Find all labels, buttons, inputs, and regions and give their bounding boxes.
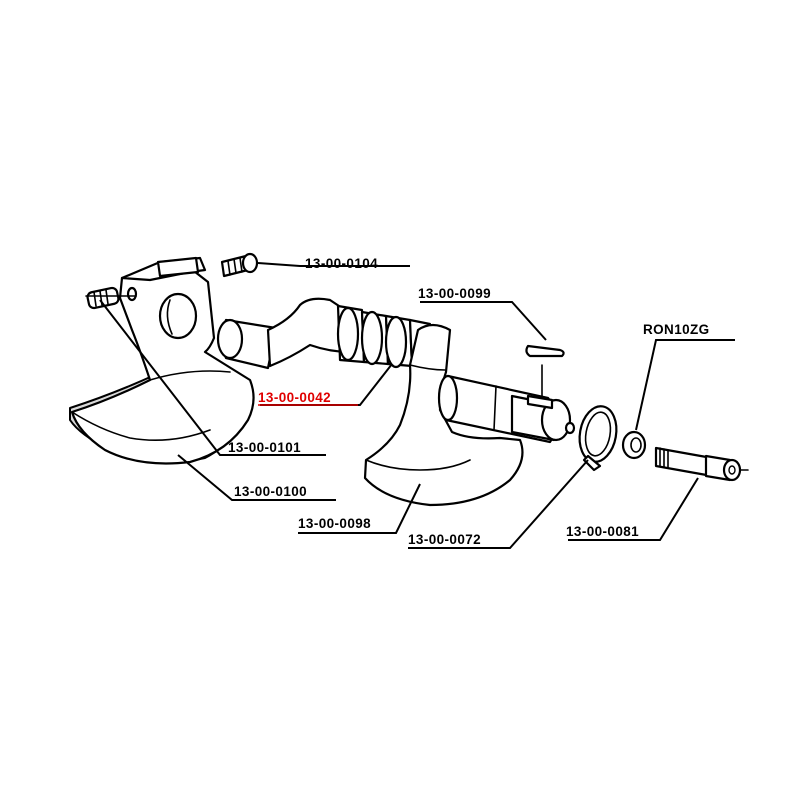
- label-13-00-0081: 13-00-0081: [566, 524, 639, 539]
- left-set-screw: [85, 286, 138, 310]
- bolt: [654, 446, 749, 482]
- label-13-00-0101: 13-00-0101: [228, 440, 301, 455]
- label-ron10zg: RON10ZG: [643, 322, 710, 337]
- washer: [621, 430, 647, 460]
- label-13-00-0104: 13-00-0104: [305, 256, 378, 271]
- label-13-00-0100: 13-00-0100: [234, 484, 307, 499]
- label-13-00-0099: 13-00-0099: [418, 286, 491, 301]
- label-13-00-0042: 13-00-0042: [258, 390, 331, 405]
- top-screw: [220, 252, 259, 278]
- crank-shaft: [216, 297, 434, 370]
- part-labels: 13-00-0104 13-00-0099 RON10ZG 13-00-0042…: [228, 256, 710, 547]
- key: [525, 344, 565, 358]
- leader-lines: [99, 262, 735, 549]
- spindle: [437, 364, 576, 444]
- label-13-00-0072: 13-00-0072: [408, 532, 481, 547]
- circlip: [578, 405, 618, 472]
- label-13-00-0098: 13-00-0098: [298, 516, 371, 531]
- left-clamp-arm: [69, 256, 255, 465]
